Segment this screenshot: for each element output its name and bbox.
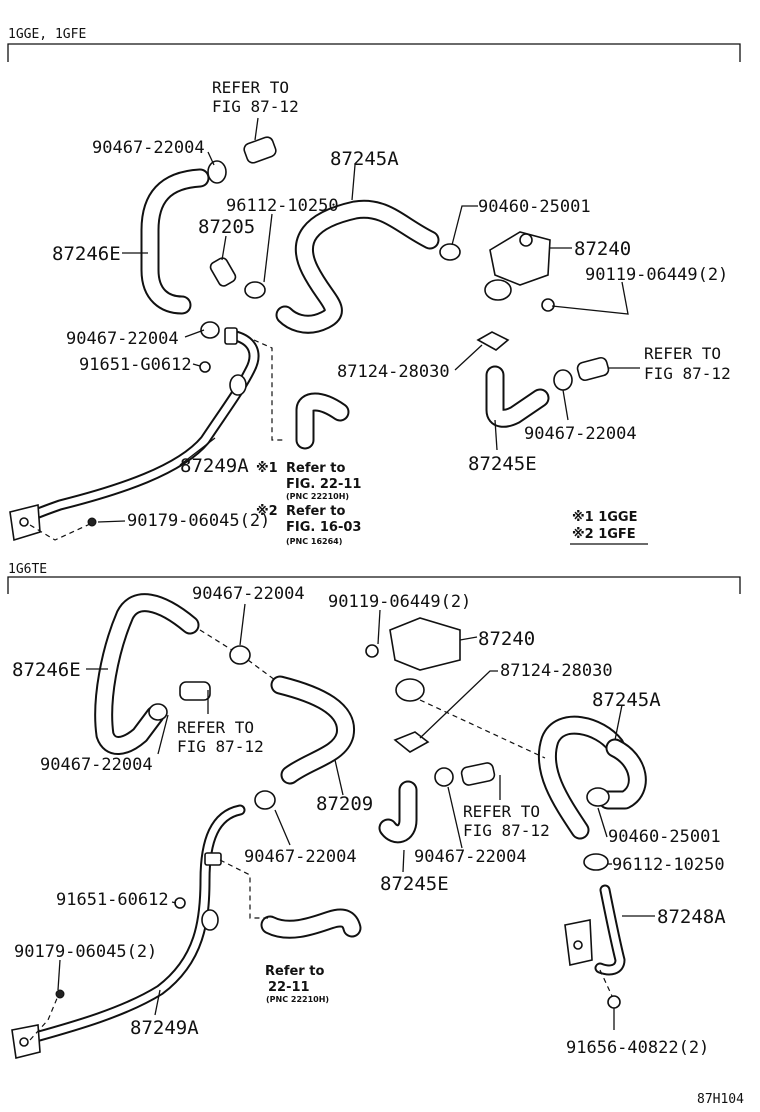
pipe-87249A-top [9, 329, 260, 542]
bottom-label-87124: 87124-28030 [500, 661, 613, 681]
bottom-labels: 90467-22004 90119-06449(2) 87240 87246E … [12, 584, 726, 1058]
bottom-refer-d-line1: REFER TO [463, 802, 540, 821]
pipe-87249A-bottom [11, 804, 246, 1059]
hose-87245A-bottom [537, 715, 647, 840]
top-labels: REFER TO FIG 87-12 90467-22004 87245A 96… [52, 78, 731, 546]
bottom-leaders [57, 603, 655, 1030]
legend-line-2: ※2 1GFE [572, 527, 636, 542]
top-mark-2: ※2 [256, 504, 278, 519]
top-label-91651: 91651-G0612 [79, 355, 192, 375]
bottom-label-91651: 91651-60612 [56, 890, 169, 910]
hose-small-bottom [260, 908, 362, 939]
top-label-90460: 90460-25001 [478, 197, 591, 217]
bottom-label-90467-g: 90467-22004 [414, 847, 527, 867]
bottom-label-87249A: 87249A [130, 1017, 199, 1039]
top-note2-line1: Refer to [286, 504, 345, 519]
top-note2-line2: FIG. 16-03 [286, 520, 361, 535]
bottom-note-line1: Refer to [265, 964, 324, 979]
bottom-small-parts [55, 617, 621, 1009]
hose-87246E-top [140, 168, 210, 315]
section-title-bottom: 1G6TE [8, 562, 47, 577]
top-label-87124: 87124-28030 [337, 362, 450, 382]
top-label-87240: 87240 [574, 238, 631, 260]
top-note2-line3: (PNC 16264) [286, 537, 342, 546]
legend-line-1: ※1 1GGE [572, 510, 637, 525]
bottom-note-line2: 22-11 [268, 980, 310, 995]
top-refer-a-line2: FIG 87-12 [212, 97, 299, 116]
top-label-90179: 90179-06045(2) [127, 511, 270, 531]
bottom-label-87245E: 87245E [380, 873, 449, 895]
top-refer-a-line1: REFER TO [212, 78, 289, 97]
bottom-section-frame: 1G6TE [7, 562, 741, 594]
bottom-label-90467-e: 90467-22004 [40, 755, 153, 775]
bottom-label-87240: 87240 [478, 628, 535, 650]
bottom-refer-d-line2: FIG 87-12 [463, 821, 550, 840]
top-label-87245E: 87245E [468, 453, 537, 475]
top-label-96112: 96112-10250 [226, 196, 339, 216]
top-refer-b-line1: REFER TO [644, 344, 721, 363]
top-label-87249A: 87249A [180, 455, 249, 477]
bottom-dashed-links [29, 629, 613, 1041]
bottom-label-87248A: 87248A [657, 906, 726, 928]
bottom-label-90460: 90460-25001 [608, 827, 721, 847]
bottom-refer-c-line2: FIG 87-12 [177, 737, 264, 756]
top-label-87205: 87205 [198, 216, 255, 238]
top-note1-line3: (PNC 22210H) [286, 492, 349, 501]
bottom-label-87209: 87209 [316, 793, 373, 815]
bottom-label-87245A: 87245A [592, 689, 661, 711]
top-label-90467-b: 90467-22004 [66, 329, 179, 349]
bottom-label-90179: 90179-06045(2) [14, 942, 157, 962]
top-label-90467-c: 90467-22004 [524, 424, 637, 444]
bottom-label-90467-f: 90467-22004 [244, 847, 357, 867]
bottom-refer-c-line1: REFER TO [177, 718, 254, 737]
top-leaders [97, 117, 640, 523]
bottom-label-90467-d: 90467-22004 [192, 584, 305, 604]
hose-87245E-top [485, 365, 550, 428]
bottom-label-87246E: 87246E [12, 659, 81, 681]
figure-code: 87H104 [697, 1092, 744, 1107]
hose-87245A-top [275, 199, 440, 334]
top-small-parts [87, 136, 610, 527]
top-refer-b-line2: FIG 87-12 [644, 364, 731, 383]
bottom-note-line3: (PNC 22210H) [266, 995, 329, 1004]
hose-87245E-bottom [378, 780, 418, 844]
top-label-90467-a: 90467-22004 [92, 138, 205, 158]
hose-87246E-bottom [94, 593, 200, 755]
top-note1-line2: FIG. 22-11 [286, 477, 361, 492]
top-label-87245A: 87245A [330, 148, 399, 170]
bottom-label-91656: 91656-40822(2) [566, 1038, 709, 1058]
section-title-top: 1GGE, 1GFE [8, 27, 86, 42]
top-note1-line1: Refer to [286, 461, 345, 476]
bottom-label-90119: 90119-06449(2) [328, 592, 471, 612]
top-label-87246E: 87246E [52, 243, 121, 265]
top-label-90119: 90119-06449(2) [585, 265, 728, 285]
top-mark-1: ※1 [256, 461, 278, 476]
hose-small-top [295, 392, 350, 450]
bottom-label-96112: 96112-10250 [612, 855, 725, 875]
top-section-frame: 1GGE, 1GFE [7, 27, 741, 62]
top-dashed-links [29, 339, 284, 541]
hose-87209-bottom [270, 675, 355, 785]
pipe-87248A-bottom [564, 884, 626, 976]
